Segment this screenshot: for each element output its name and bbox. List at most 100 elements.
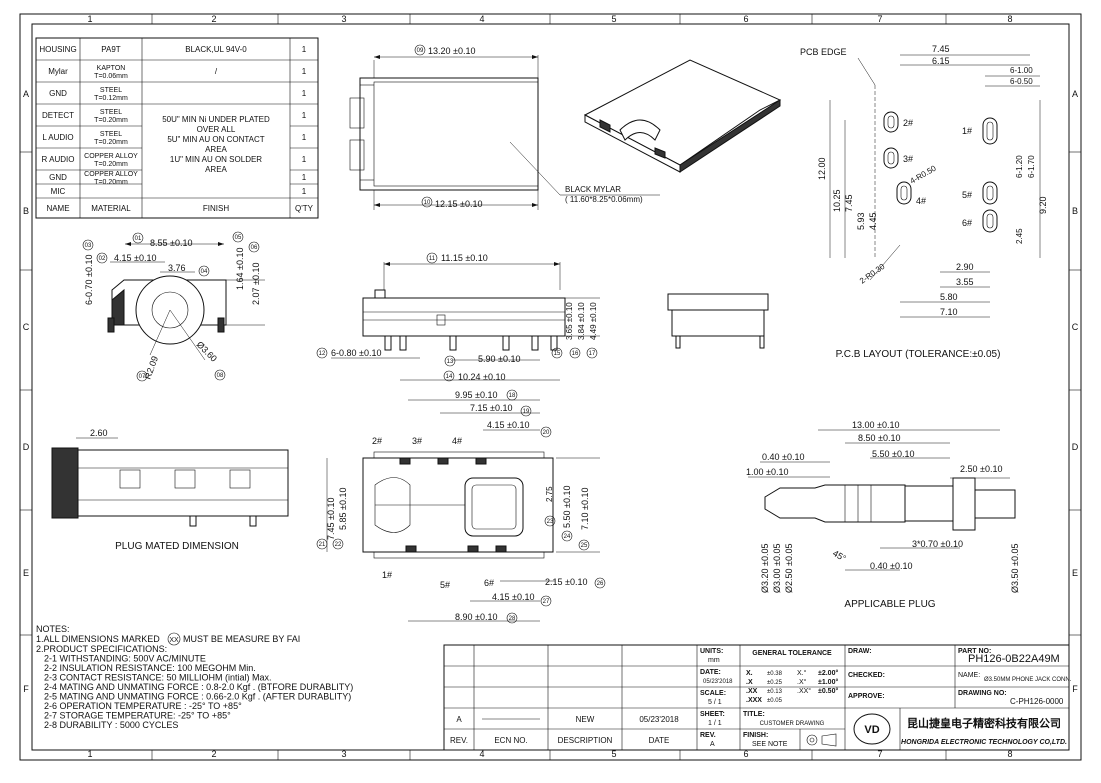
bom-plating-line: AREA [205,165,227,174]
svg-text:25: 25 [581,543,588,549]
dim-24: 5.50 ±0.10 [562,486,572,528]
notes-line: 2.PRODUCT SPECIFICATIONS: [36,644,167,654]
notes-line1b: MUST BE MEASURE BY FAI [183,634,300,644]
tb-rev: A [710,741,715,748]
tb-rev-label: REV. [700,732,716,739]
zone-row-B-right: B [1072,206,1078,216]
zone-row-C-left: C [23,322,30,332]
dim-06: 2.07 ±0.10 [251,263,261,305]
dim-3x070: 3*0.70 ±0.10 [912,539,963,549]
dim-6-050: 6-0.50 [1010,77,1033,86]
dim-550: 5.50 ±0.10 [872,449,914,459]
svg-text:20: 20 [543,430,550,436]
bom-header-qty: Q'TY [295,204,314,213]
dim-615: 6.15 [932,56,950,66]
pin-6: 6# [484,578,494,588]
pin-5: 5# [440,580,450,590]
notes-line: 2-3 CONTACT RESISTANCE: 50 MILLIOHM (int… [44,673,272,683]
dim-03: 6-0.70 ±0.10 [84,255,94,305]
dim-23: 2.75 [545,486,554,502]
pin-3: 3# [412,436,422,446]
svg-text:10: 10 [424,200,431,206]
svg-text:06: 06 [251,245,258,251]
bom-row-qty: 1 [302,89,307,98]
bom-row-name: R AUDIO [42,155,75,164]
zone-row-E-right: E [1072,568,1078,578]
svg-text:14: 14 [446,374,453,380]
tb-head-desc: DESCRIPTION [558,736,613,745]
rear-view [667,293,769,349]
svg-text:15: 15 [554,351,561,357]
zone-col-5-bottom: 5 [611,749,616,759]
side-view: 01 8.55 ±0.10 03 02 4.15 ±0.10 3.76 04 6… [82,231,265,382]
bom-row-qty: 1 [302,111,307,120]
dim-19: 7.15 ±0.10 [470,403,512,413]
dim-260: 2.60 [90,428,108,438]
dim-245: 2.45 [1015,228,1024,244]
dim-710: 7.10 [940,307,958,317]
top-view: 09 13.20 ±0.10 10 12.15 ±0.10 BLACK MYLA… [349,44,660,210]
zone-col-3-bottom: 3 [341,749,346,759]
svg-text:19: 19 [523,409,530,415]
pcb-pin-3: 3# [903,154,913,164]
tb-finish-label: FINISH: [743,732,768,739]
gt-key: .XXX [746,697,762,704]
zone-col-7-top: 7 [877,14,882,24]
pcb-layout: PCB EDGE 7.45 6.15 6-1.00 6-0.50 12.00 1… [800,44,1048,360]
dim-18: 9.95 ±0.10 [455,390,497,400]
bom-row-thickness: T=0.20mm [94,179,128,186]
tb-draw-label: DRAW: [848,648,872,655]
svg-text:03: 03 [85,243,92,249]
zone-col-2-top: 2 [211,14,216,24]
gt-value: ±0.13 [767,689,783,695]
notes-line1a: 1.ALL DIMENSIONS MARKED [36,634,160,644]
tag-10 [421,196,433,208]
dim-21: 7.45 ±0.10 [326,498,336,540]
svg-text:26: 26 [597,581,604,587]
gt-angle-value: ±1.00° [818,678,838,686]
dim-1025: 10.25 [832,189,842,212]
tb-partno-label: PART NO: [958,648,991,655]
notes-line: 2-4 MATING AND UNMATING FORCE : 0.8-2.0 … [44,682,353,692]
svg-text:17: 17 [589,351,596,357]
svg-text:18: 18 [509,393,516,399]
gt-angle-value: ±0.50° [818,687,838,695]
dim-745-v: 7.45 [844,194,854,212]
bom-row-thickness: T=0.06mm [94,73,128,80]
plug-angle: 45° [831,548,848,564]
dim-09: 13.20 ±0.10 [428,46,475,56]
dim-04: 3.76 [168,263,186,273]
tb-scale-label: SCALE: [700,690,726,697]
applicable-plug: 13.00 ±0.10 8.50 ±0.10 5.50 ±0.10 0.40 ±… [746,420,1020,610]
bottom-view: 9.95 ±0.10 18 7.15 ±0.10 19 4.15 ±0.10 2… [316,389,606,624]
bom-row-material: COPPER ALLOY [84,153,138,160]
svg-text:24: 24 [564,534,571,540]
projection-symbol-icon [806,734,818,746]
company-name-cn: 昆山捷皇电子精密科技有限公司 [907,716,1061,730]
dim-290: 2.90 [956,262,974,272]
notes-line: 2-6 OPERATION TEMPERATURE : -25° TO +85° [44,701,242,711]
bom-row-qty: 1 [302,133,307,142]
dim-10: 12.15 ±0.10 [435,199,482,209]
zone-col-8-bottom: 8 [1007,749,1012,759]
bom-row-name: GND [49,89,67,98]
gt-value: ±0.38 [767,671,783,677]
company-name-en: HONGRIDA ELECTRONIC TECHNOLOGY CO,LTD. [901,739,1067,746]
bom-row-qty: 1 [302,187,307,196]
notes-title: NOTES: [36,624,70,634]
tb-title: CUSTOMER DRAWING [760,721,825,727]
dim-850: 8.50 ±0.10 [858,433,900,443]
zone-col-7-bottom: 7 [877,749,882,759]
dim-d350: Ø3.50 ±0.05 [1010,544,1020,593]
svg-text:12: 12 [319,351,326,357]
zone-col-5-top: 5 [611,14,616,24]
isometric-view [583,59,782,173]
dim-355: 3.55 [956,277,974,287]
bom-row-name: MIC [51,187,66,196]
pcb-pin-5: 5# [962,190,972,200]
bom-row-name: HOUSING [39,45,76,54]
bom-row-qty: 1 [302,45,307,54]
tb-finish: SEE NOTE [752,741,788,748]
bom-row-qty: 1 [302,155,307,164]
